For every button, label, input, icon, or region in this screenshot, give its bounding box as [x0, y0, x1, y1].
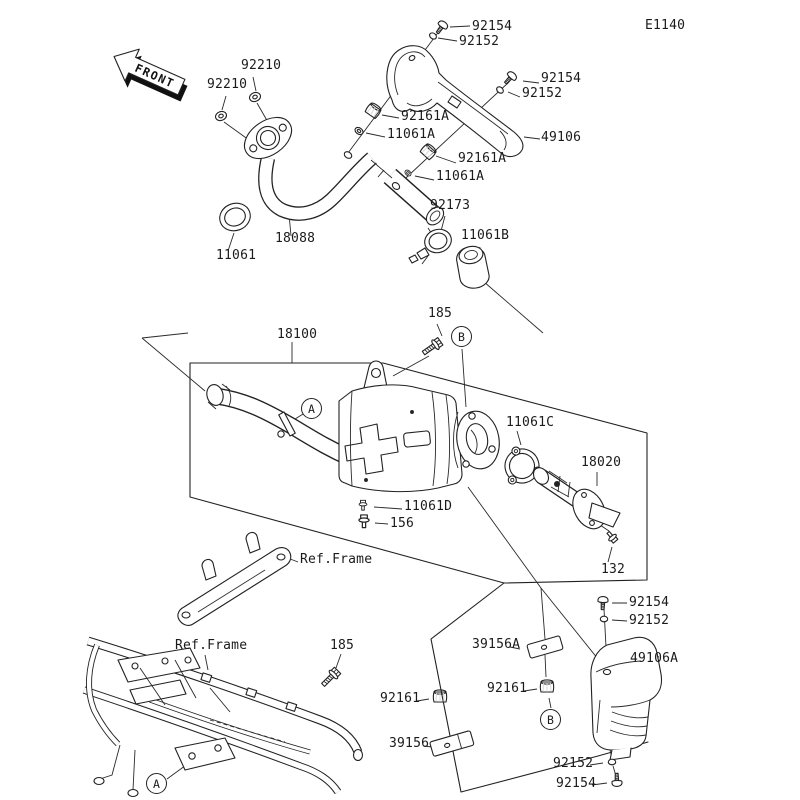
part-label-18088: 18088 — [275, 231, 316, 246]
header-flange — [243, 116, 293, 160]
part-label-185: 185 — [428, 306, 453, 321]
part-label-156: 156 — [390, 516, 415, 531]
part-label-185: 185 — [330, 638, 355, 653]
pipe-strap — [277, 411, 296, 438]
callout-a: A — [301, 398, 322, 419]
exhaust-pipe-18088 — [243, 116, 445, 226]
part-label-11061: 11061 — [216, 248, 257, 263]
ref-frame-label: Ref.Frame — [300, 552, 373, 567]
part-label-18100: 18100 — [277, 327, 318, 342]
callout-b: B — [451, 326, 472, 347]
part-label-92161: 92161 — [487, 681, 528, 696]
part-label-132: 132 — [601, 562, 626, 577]
part-label-92152: 92152 — [553, 756, 594, 771]
part-label-11061A: 11061A — [436, 169, 485, 184]
clamp-92173 — [408, 228, 452, 265]
collar-11061B — [456, 245, 490, 289]
part-label-92154: 92154 — [556, 776, 597, 791]
part-label-92152: 92152 — [459, 34, 500, 49]
part-label-92161A: 92161A — [401, 109, 450, 124]
part-label-11061D: 11061D — [404, 499, 453, 514]
stay-bracket-ref-frame — [177, 531, 292, 626]
plate-39156 — [429, 730, 475, 757]
callout-a: A — [146, 773, 167, 794]
part-label-92154: 92154 — [472, 19, 513, 34]
part-label-92173: 92173 — [430, 198, 471, 213]
part-label-92154: 92154 — [541, 71, 582, 86]
ref-frame-label: Ref.Frame — [175, 638, 248, 653]
page-code: E1140 — [645, 18, 686, 33]
part-label-92152: 92152 — [522, 86, 563, 101]
heat-shield-49106 — [386, 45, 524, 158]
part-label-92210: 92210 — [241, 58, 282, 73]
part-label-11061B: 11061B — [461, 228, 510, 243]
frame-drawing-ref-frame — [82, 636, 364, 798]
part-label-49106: 49106 — [541, 130, 582, 145]
part-label-11061A: 11061A — [387, 127, 436, 142]
part-label-92161A: 92161A — [458, 151, 507, 166]
callout-b: B — [540, 709, 561, 730]
part-label-39156A: 39156A — [472, 637, 521, 652]
part-label-18020: 18020 — [581, 455, 622, 470]
part-label-39156: 39156 — [389, 736, 430, 751]
part-label-92154: 92154 — [629, 595, 670, 610]
gasket-11061 — [219, 202, 251, 232]
part-label-92152: 92152 — [629, 613, 670, 628]
front-arrow: FRONT — [113, 48, 188, 102]
muffler-end-flange — [453, 410, 500, 470]
baffle-18020 — [532, 467, 621, 530]
part-label-11061C: 11061C — [506, 415, 555, 430]
part-label-49106A: 49106A — [630, 651, 679, 666]
part-label-92161: 92161 — [380, 691, 421, 706]
plate-39156A — [526, 635, 564, 659]
part-label-92210: 92210 — [207, 77, 248, 92]
cover-49106A — [590, 636, 663, 761]
muffler-body-18100 — [206, 360, 500, 493]
